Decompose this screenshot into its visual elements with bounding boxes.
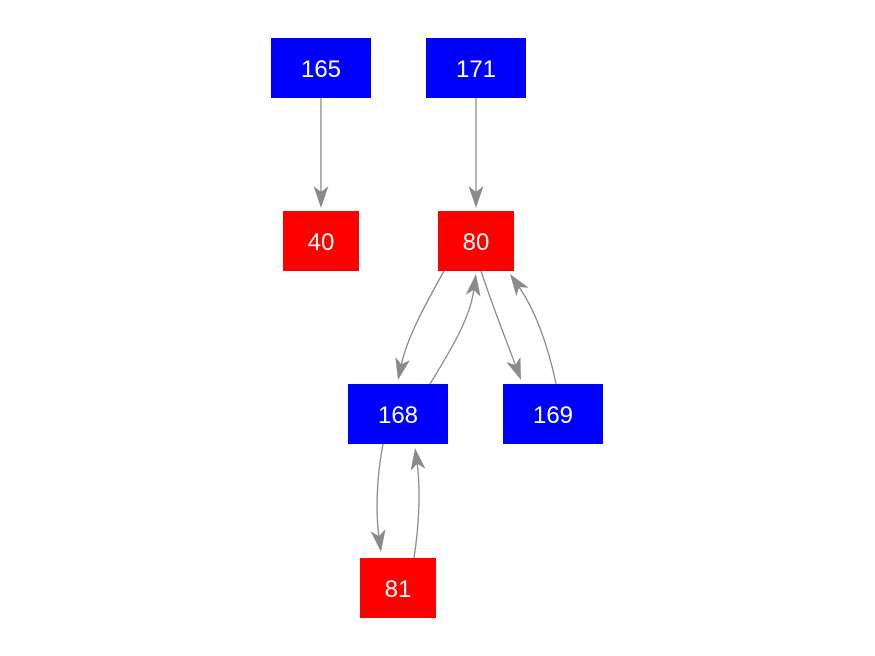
edge-80-to-168 bbox=[395, 270, 445, 380]
edge-168-to-81 bbox=[370, 443, 386, 552]
arrowhead-icon bbox=[468, 186, 484, 208]
edge-165-to-40 bbox=[313, 98, 329, 208]
node-box bbox=[348, 384, 448, 444]
arrowhead-icon bbox=[506, 356, 521, 380]
node-label: 165 bbox=[301, 56, 341, 83]
edge-line bbox=[413, 463, 420, 559]
node-40: 40 bbox=[283, 211, 359, 271]
nodes-layer: 165 171 40 80 168 169 81 bbox=[271, 38, 603, 618]
edge-line bbox=[518, 286, 557, 385]
node-label: 81 bbox=[385, 576, 412, 603]
node-label: 169 bbox=[533, 402, 573, 429]
edge-171-to-80 bbox=[468, 97, 484, 208]
node-80: 80 bbox=[438, 211, 514, 271]
edge-81-to-168 bbox=[410, 448, 426, 559]
node-171: 171 bbox=[426, 38, 526, 98]
edge-168-to-80 bbox=[429, 274, 481, 385]
node-box bbox=[426, 38, 526, 98]
node-box bbox=[438, 211, 514, 271]
edge-line bbox=[480, 270, 517, 366]
node-box bbox=[360, 558, 436, 618]
edge-line bbox=[429, 289, 475, 385]
node-label: 168 bbox=[378, 402, 418, 429]
node-169: 169 bbox=[503, 384, 603, 444]
edge-80-to-169 bbox=[480, 270, 521, 380]
arrowhead-icon bbox=[465, 274, 481, 297]
node-box bbox=[271, 38, 371, 98]
edge-line bbox=[400, 270, 445, 365]
node-box bbox=[283, 211, 359, 271]
edge-line bbox=[376, 443, 384, 537]
node-81: 81 bbox=[360, 558, 436, 618]
node-label: 80 bbox=[463, 229, 490, 256]
arrowhead-icon bbox=[313, 186, 329, 208]
node-box bbox=[503, 384, 603, 444]
edge-169-to-80 bbox=[510, 274, 557, 385]
node-168: 168 bbox=[348, 384, 448, 444]
node-165: 165 bbox=[271, 38, 371, 98]
arrowhead-icon bbox=[510, 274, 529, 297]
node-label: 40 bbox=[308, 229, 335, 256]
arrowhead-icon bbox=[395, 356, 410, 380]
node-label: 171 bbox=[456, 56, 496, 83]
edges-layer bbox=[313, 97, 557, 559]
arrowhead-icon bbox=[370, 529, 386, 552]
arrowhead-icon bbox=[410, 448, 426, 471]
